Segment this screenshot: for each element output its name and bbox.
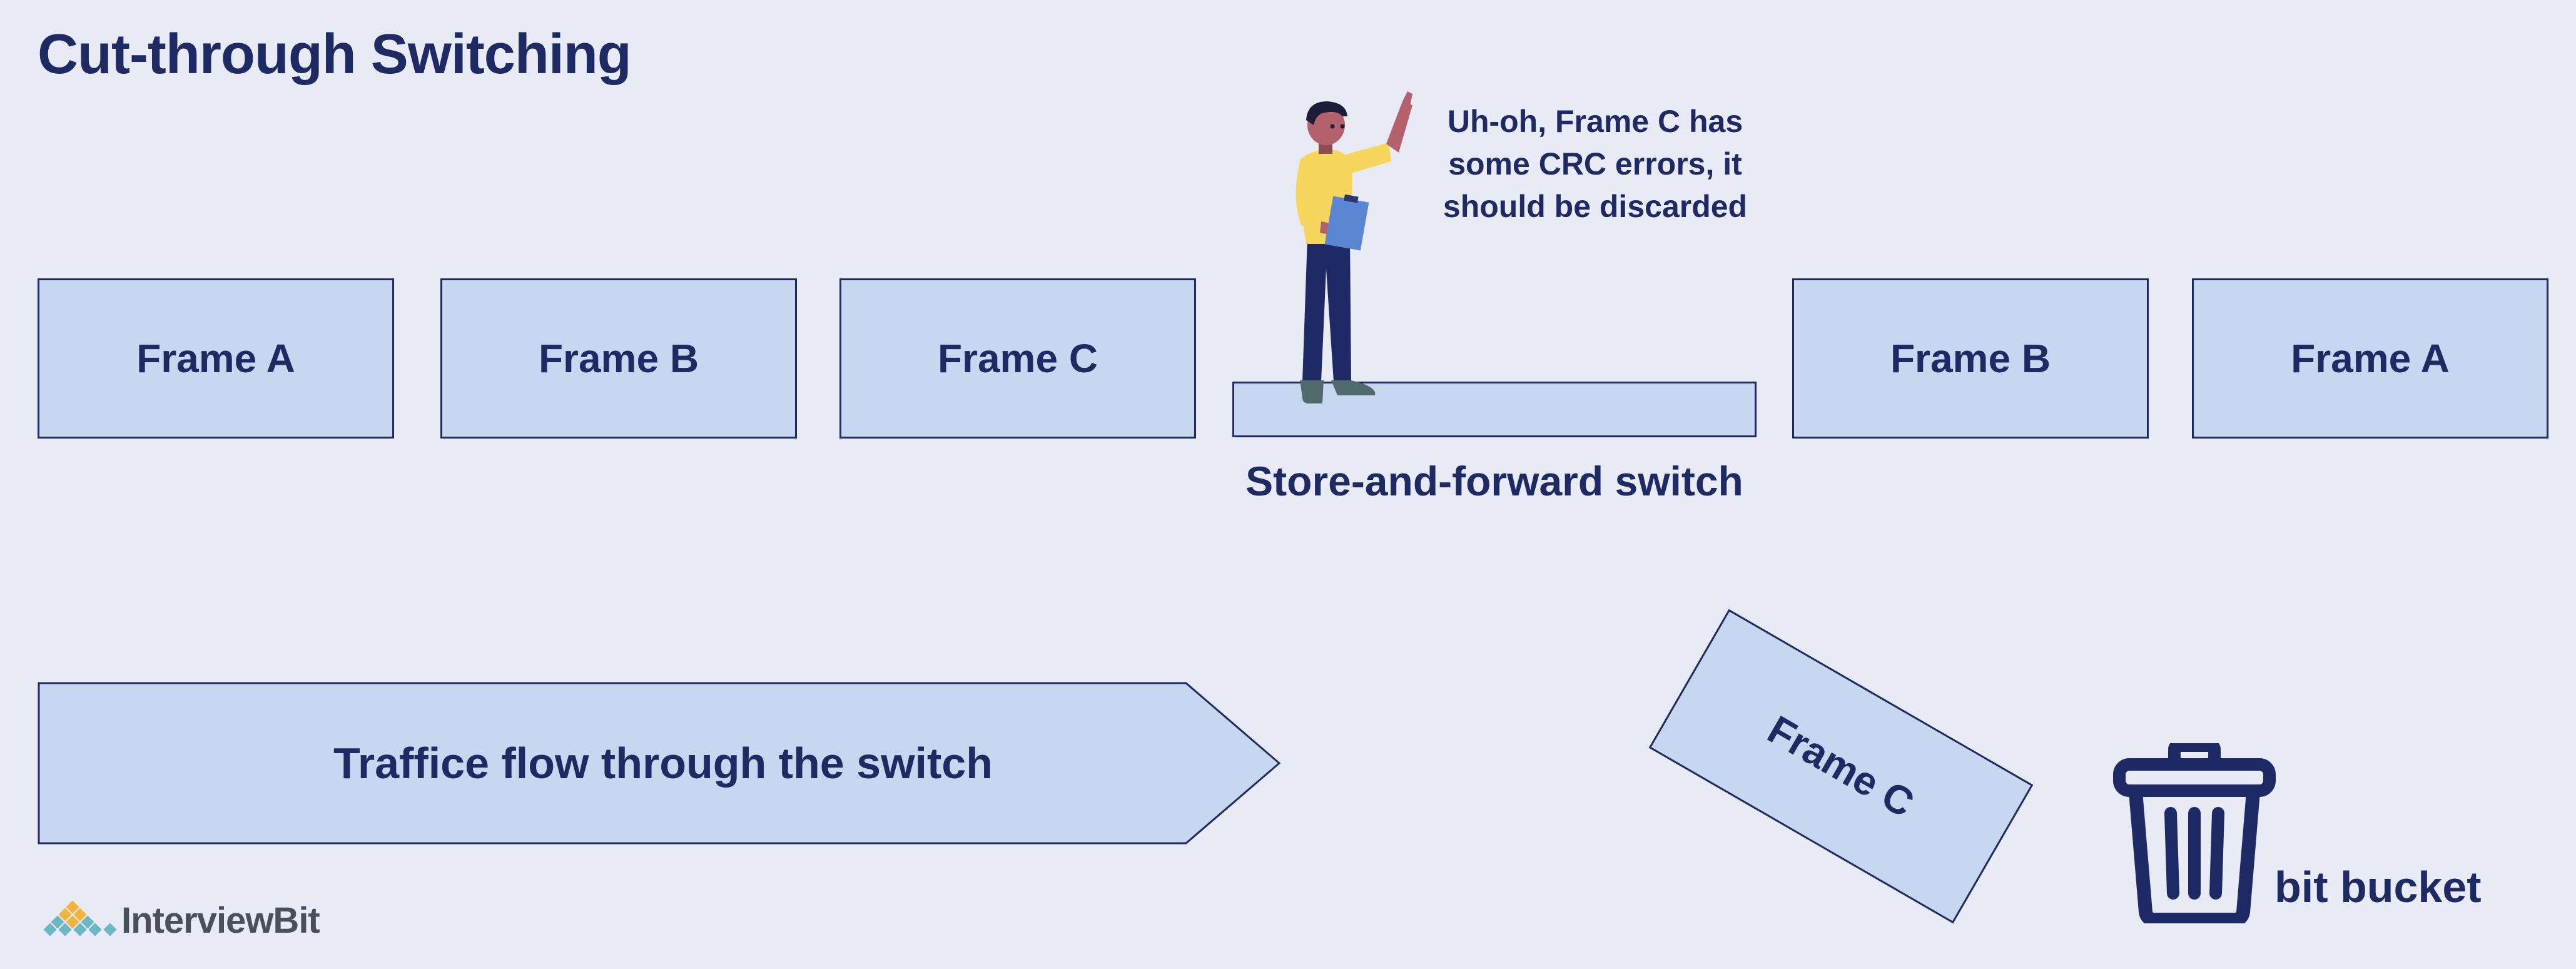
switch-label: Store-and-forward switch <box>1245 458 1743 504</box>
frame-b-outgoing: Frame B <box>1792 278 2149 439</box>
speech-bubble-text: Uh-oh, Frame C has some CRC errors, it s… <box>1443 104 1748 224</box>
traffic-flow-label: Traffice flow through the switch <box>333 739 993 788</box>
logo-text: InterviewBit <box>121 900 320 941</box>
trash-icon <box>2113 743 2276 923</box>
frame-b-incoming: Frame B <box>440 278 797 439</box>
frame-a-incoming: Frame A <box>38 278 394 439</box>
bit-bucket-label: bit bucket <box>2274 863 2482 911</box>
traffic-flow-arrow <box>38 682 1281 845</box>
frame-c-incoming: Frame C <box>839 278 1196 439</box>
person-illustration <box>1296 91 1412 403</box>
frame-c-discarded: Frame C <box>1648 609 2034 924</box>
interviewbit-logo-icon <box>41 898 119 938</box>
interviewbit-logo: InterviewBit <box>40 896 320 946</box>
frame-a-outgoing: Frame A <box>2192 278 2548 439</box>
page-title: Cut-through Switching <box>38 23 632 86</box>
